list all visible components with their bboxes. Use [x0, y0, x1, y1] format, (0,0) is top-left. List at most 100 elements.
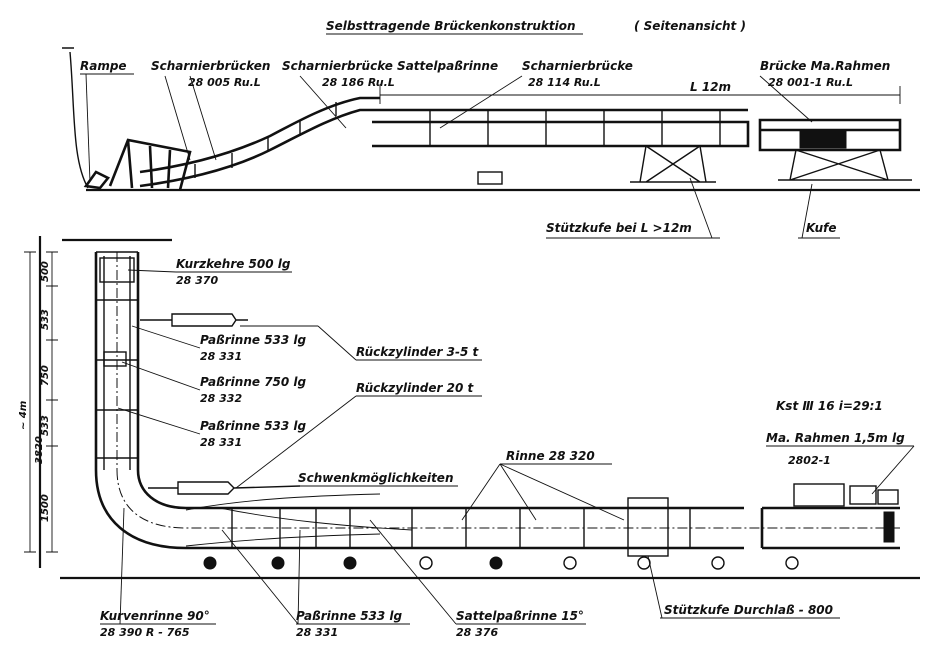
passrinne-750-leader: [121, 361, 201, 391]
scharnier-2-leader: [299, 75, 347, 129]
stuetzkufe-leader: [689, 177, 713, 239]
drive-end-cap: [883, 511, 895, 543]
side-left-ground: [62, 47, 89, 189]
plan-view: 500 533 750 533 1500 3820 ~ 4m Kurzkehre…: [18, 236, 920, 639]
label-sattelpassrinne: Sattelpaßrinne 15°: [456, 609, 584, 623]
wheel-9: [785, 556, 799, 570]
machine-frame-plan: [760, 506, 900, 550]
passrinne-533a-leader: [131, 325, 201, 349]
stuetzkufe-durchlass-leader: [647, 555, 663, 619]
wheel-3: [343, 556, 357, 570]
support-skid-stand: [630, 145, 716, 183]
scharnier-3-leader: [439, 75, 523, 129]
drive-block-3: [877, 489, 899, 505]
label-ma-rahmen-num: 2802-1: [788, 454, 831, 467]
vertical-chute-inner: [136, 252, 744, 510]
label-passrinne-533b: Paßrinne 533 lg: [200, 419, 307, 433]
label-passrinne-533b-num: 28 331: [200, 436, 242, 449]
hinged-bridge-joints: [194, 102, 337, 178]
drawing-title: Selbsttragende Brückenkonstruktion: [326, 19, 576, 33]
support-skid-block: [477, 171, 503, 185]
dim-total: 3820: [34, 436, 45, 464]
label-brucke-rahmen-num: 28 001-1 Ru.L: [768, 76, 853, 89]
swivel-lines: [185, 493, 413, 547]
frame-skid: [778, 149, 912, 181]
label-kurvenrinne-num: 28 390 R - 765: [100, 626, 190, 639]
rinne-leaders: [461, 463, 625, 521]
label-kurzkehre: Kurzkehre 500 lg: [176, 257, 291, 271]
side-view: Selbsttragende Brückenkonstruktion ( Sei…: [62, 19, 920, 239]
passrinne-bottom-leaders: [221, 529, 301, 625]
dim-approx: ~ 4m: [18, 401, 29, 430]
drive-unit: [799, 129, 847, 149]
horizontal-chute-joints: [231, 508, 691, 548]
wheel-5: [489, 556, 503, 570]
label-passrinne-750: Paßrinne 750 lg: [200, 375, 307, 389]
rueckzylinder-20-leader: [235, 395, 357, 489]
wheel-2: [271, 556, 285, 570]
label-scharnierbrucke-3-num: 28 114 Ru.L: [528, 76, 601, 89]
straight-bridge: [372, 108, 750, 148]
passrinne-533b-leader: [117, 407, 201, 435]
length-dim-line: [379, 86, 901, 104]
kufe-leader: [801, 183, 813, 239]
label-rueckzylinder-35: Rückzylinder 3-5 t: [356, 345, 479, 359]
label-stuetzkufe: Stützkufe bei L >12m: [546, 221, 692, 235]
kurzkehre-leader: [127, 269, 177, 273]
label-passrinne-533a: Paßrinne 533 lg: [200, 333, 307, 347]
label-passrinne-bottom: Paßrinne 533 lg: [296, 609, 403, 623]
label-schwenk: Schwenkmöglichkeiten: [298, 471, 454, 485]
dimension-chain: [24, 251, 58, 553]
label-kurvenrinne: Kurvenrinne 90°: [100, 609, 210, 623]
dim-500: 500: [40, 261, 51, 282]
label-scharnierbrucke-2: Scharnierbrücke Sattelpaßrinne: [282, 59, 498, 73]
label-passrinne-bottom-num: 28 331: [296, 626, 338, 639]
scharnier-1-leaders: [164, 75, 217, 161]
label-rinne: Rinne 28 320: [506, 449, 595, 463]
centerline-horizontal: [116, 469, 900, 529]
support-skid-box-inner: [628, 507, 668, 549]
kurvenrinne-leader: [119, 507, 125, 625]
sattelpassrinne-leader: [369, 519, 457, 625]
label-kurzkehre-num: 28 370: [176, 274, 218, 287]
rampe-leader: [85, 73, 91, 183]
label-passrinne-533a-num: 28 331: [200, 350, 242, 363]
wheel-8: [711, 556, 725, 570]
dim-750: 750: [40, 365, 51, 386]
label-scharnierbrucke-1-num: 28 005 Ru.L: [188, 76, 261, 89]
label-rueckzylinder-20: Rückzylinder 20 t: [356, 381, 474, 395]
length-label: L 12m: [690, 80, 731, 94]
drive-block-2: [849, 485, 877, 505]
label-passrinne-750-num: 28 332: [200, 392, 242, 405]
ramp-shape: [83, 170, 111, 190]
straight-bridge-joints: [429, 110, 721, 146]
ma-rahmen-leader: [871, 445, 915, 495]
passrinne-750-marker: [103, 351, 127, 367]
label-scharnierbrucke-1: Scharnierbrücken: [151, 59, 270, 73]
label-ma-rahmen: Ma. Rahmen 1,5m lg: [766, 431, 905, 445]
rueckzylinder-small: [140, 313, 248, 327]
label-rampe: Rampe: [80, 59, 127, 73]
hinged-bridge-rising: [139, 96, 380, 188]
label-kst: Kst Ⅲ 16 i=29:1: [776, 399, 883, 413]
label-sattelpassrinne-num: 28 376: [456, 626, 498, 639]
wheel-1: [203, 556, 217, 570]
drive-block-1: [793, 483, 845, 507]
dim-533a: 533: [40, 309, 51, 330]
label-stuetzkufe-durchlass: Stützkufe Durchlaß - 800: [664, 603, 833, 617]
dim-1500: 1500: [40, 494, 51, 522]
vertical-chute-outer: [94, 252, 744, 550]
label-scharnierbrucke-2-num: 28 186 Ru.L: [322, 76, 395, 89]
brucke-rahmen-leader: [759, 75, 813, 123]
rueckzylinder-large: [148, 481, 301, 495]
dim-533b: 533: [40, 415, 51, 436]
hinged-bridge-lower: [108, 138, 192, 191]
label-kufe: Kufe: [806, 221, 837, 235]
label-brucke-rahmen: Brücke Ma.Rahmen: [760, 59, 890, 73]
label-scharnierbrucke-3: Scharnierbrücke: [522, 59, 633, 73]
wheel-4: [419, 556, 433, 570]
wheel-6: [563, 556, 577, 570]
rueckzylinder-35-leader-a: [317, 325, 357, 361]
view-label: ( Seitenansicht ): [634, 19, 746, 33]
